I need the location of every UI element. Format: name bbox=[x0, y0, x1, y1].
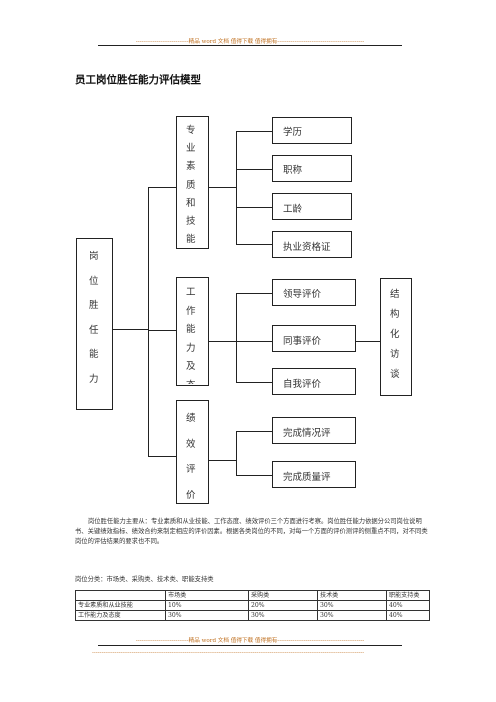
group2-label: 工作能 力及态 bbox=[186, 287, 196, 384]
g2-vertical bbox=[236, 293, 237, 382]
group1-box: 专业素 质和技 能 bbox=[176, 116, 209, 249]
g1-b2 bbox=[236, 169, 272, 170]
group3-label: 绩效评 价 bbox=[186, 413, 196, 501]
item-education: 学历 bbox=[272, 117, 352, 144]
g1-b1 bbox=[236, 131, 272, 132]
item-title: 职称 bbox=[272, 155, 352, 182]
g1-out bbox=[209, 187, 236, 188]
g1-b4 bbox=[236, 244, 272, 245]
group2-box: 工作能 力及态 bbox=[176, 277, 209, 386]
g1-connector bbox=[148, 187, 176, 188]
root-box: 岗位胜 任能力 bbox=[76, 238, 113, 410]
footer-dashes: ----------------------------------------… bbox=[92, 650, 365, 656]
item-quality: 完成质量评 bbox=[272, 461, 356, 488]
job-categories: 岗位分类：市场类、采购类、技术类、职能支持类 bbox=[75, 576, 214, 583]
g3-b2 bbox=[236, 475, 272, 476]
group3-box: 绩效评 价 bbox=[176, 400, 209, 504]
g2-b2 bbox=[236, 341, 272, 342]
item-seniority: 工龄 bbox=[272, 193, 352, 220]
item-self-review: 自我评价 bbox=[272, 368, 356, 395]
footer-rule bbox=[98, 645, 402, 646]
structured-interview-label: 结构化 访谈 bbox=[390, 289, 400, 380]
table-header-row: 市场类 采购类 技术类 职能支持类 bbox=[75, 590, 430, 601]
root-label: 岗位胜 任能力 bbox=[89, 251, 99, 385]
g1-b3 bbox=[236, 207, 272, 208]
g2-b1 bbox=[236, 293, 272, 294]
item-peer-review: 同事评价 bbox=[272, 325, 356, 352]
g2-connector bbox=[148, 330, 176, 331]
g1-vertical bbox=[236, 131, 237, 244]
structured-interview-box: 结构化 访谈 bbox=[380, 278, 412, 396]
g3-connector bbox=[148, 456, 176, 457]
header-rule bbox=[98, 45, 402, 46]
item-completion: 完成情况评 bbox=[272, 417, 356, 444]
g3-b1 bbox=[236, 431, 272, 432]
g3-out bbox=[209, 460, 236, 461]
item-certificate: 执业资格证 bbox=[272, 231, 352, 258]
g2-to-interview bbox=[356, 341, 380, 342]
root-vertical bbox=[148, 187, 149, 457]
footer-banner: ----------------------------精品 word 文档 值… bbox=[135, 638, 365, 644]
g2-b3 bbox=[236, 382, 272, 383]
group1-label: 专业素 质和技 能 bbox=[186, 125, 196, 246]
item-leader-review: 领导评价 bbox=[272, 279, 356, 306]
header-banner: ----------------------------精品 word 文档 值… bbox=[135, 39, 365, 45]
g2-out bbox=[209, 341, 236, 342]
page-title: 员工岗位胜任能力评估模型 bbox=[75, 74, 201, 86]
body-paragraph: 岗位胜任能力主要从：专业素质和从业技能、工作态度、绩效评价三个方面进行考察。岗位… bbox=[75, 518, 428, 545]
root-connector bbox=[113, 329, 148, 330]
g3-vertical bbox=[236, 431, 237, 475]
